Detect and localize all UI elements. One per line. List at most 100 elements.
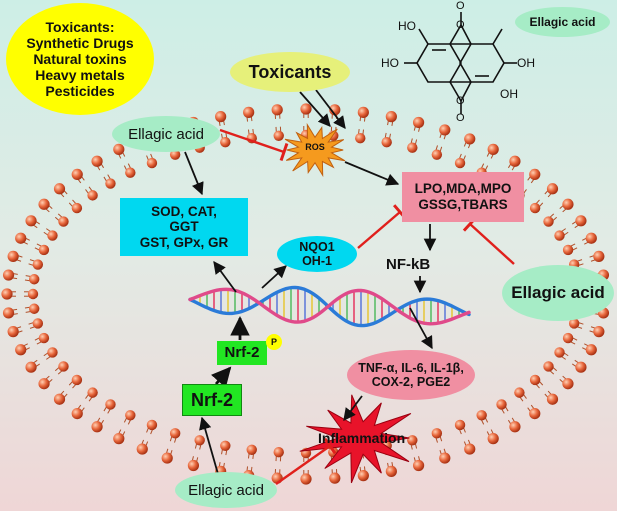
lipid-head (509, 155, 521, 167)
structure-o-carbonyl-bottom: O (456, 112, 465, 124)
lipid-head (543, 216, 554, 227)
lipid-head (29, 303, 40, 314)
toxicants-label: Toxicants (248, 61, 332, 82)
lipid-head (407, 142, 418, 153)
lipid-head (454, 419, 466, 431)
lipid-head (385, 111, 397, 123)
structure-label-ellipse: Ellagic acid (515, 7, 610, 37)
lipid-head (125, 167, 136, 178)
structure-oh-right: OH (517, 56, 535, 70)
oxidative-marker-line: LPO,MDA,MPO (414, 181, 512, 197)
lipid-head (38, 244, 50, 256)
lipid-head (105, 399, 116, 410)
nrf2-box-lower: Nrf-2 (182, 384, 242, 416)
lipid-head (496, 399, 507, 410)
lipid-head (543, 361, 554, 372)
toxicants-to-ros-arrow (315, 89, 346, 130)
dna-to-enzymes-arrow (213, 260, 237, 293)
lipid-head (554, 230, 565, 241)
lipid-head (585, 232, 597, 244)
lipid-head (529, 374, 541, 386)
lipid-head (27, 288, 39, 300)
ellagic-acid-ellipse-bottom: Ellagic acid (175, 472, 277, 508)
ellagic-to-enzymes-arrow (184, 151, 204, 196)
phospho-label: P (270, 337, 277, 347)
lipid-head (329, 104, 341, 116)
ellagic-inhibits-inflammation (275, 445, 331, 485)
lipid-head (509, 421, 521, 433)
lipid-head (113, 433, 125, 445)
ros-label: ROS (305, 142, 325, 152)
lipid-head (407, 435, 418, 446)
lipid-head (136, 443, 148, 455)
lipid-head (329, 472, 341, 484)
lipid-head (562, 198, 574, 210)
ros-to-markers-arrow (344, 161, 400, 186)
lipid-head (87, 387, 98, 398)
lipid-head (38, 332, 50, 344)
antioxidant-enzymes-box: SOD, CAT, GGT GST, GPx, GR (120, 198, 248, 256)
structure-oh-bottom: OH (500, 87, 518, 101)
cytokine-line: COX-2, PGE2 (371, 375, 451, 389)
lipid-head (15, 344, 27, 356)
lipid-head (187, 459, 200, 472)
lipid-head (215, 111, 227, 123)
lipid-head (2, 307, 15, 319)
ellagic-acid-ellipse-right: Ellagic acid (502, 265, 614, 321)
cytokines-ellipse: TNF-α, IL-6, IL-1β, COX-2, PGE2 (347, 350, 475, 400)
lipid-head (169, 428, 181, 439)
nrf2-upper-label: Nrf-2 (224, 344, 260, 362)
lipid-head (562, 332, 574, 344)
lipid-head (146, 157, 158, 169)
nrf2-activation-arrow (211, 366, 232, 388)
lipid-head (220, 136, 231, 148)
lipid-head (439, 452, 451, 464)
ellagic-to-nrf2-arrow (199, 416, 219, 475)
nfkb-label: NF-kB (386, 256, 431, 273)
nqo1-line: NQO1 (299, 239, 335, 254)
lipid-head (271, 104, 283, 116)
lipid-head (529, 408, 541, 420)
ellagic-acid-ellipse-topleft: Ellagic acid (112, 116, 220, 152)
lipid-head (194, 435, 205, 446)
connectors (184, 89, 515, 485)
lipid-head (243, 106, 255, 118)
toxicants-list-title: Toxicants: (45, 18, 115, 35)
ellagic-inhibits-markers (469, 223, 515, 265)
lipid-head (71, 374, 83, 386)
lipid-head (32, 259, 44, 270)
toxicants-ellipse: Toxicants (230, 52, 350, 92)
lipid-head (38, 378, 50, 390)
lipid-head (53, 393, 66, 405)
lipid-head (38, 198, 50, 210)
oxidative-marker-line: GSSG,TBARS (418, 197, 508, 212)
lipid-head (273, 446, 284, 458)
lipid-head (7, 326, 19, 338)
toxicants-list-item: Pesticides (45, 83, 115, 100)
lipid-head (246, 444, 257, 455)
lipid-head (529, 168, 541, 180)
lipid-head (554, 347, 565, 358)
structure-o-carbonyl-top: O (456, 0, 465, 12)
lipid-head (53, 183, 66, 195)
lipid-head (412, 459, 425, 472)
dna-strand (188, 285, 471, 328)
lipid-head (585, 344, 597, 356)
ellagic-acid-label: Ellagic acid (511, 283, 605, 302)
lipid-head (529, 202, 541, 214)
lipid-head (7, 250, 19, 262)
lipid-head (300, 103, 312, 115)
nqo1-ellipse: NQO1 OH-1 (277, 236, 357, 272)
inflammation-label: Inflammation (318, 430, 406, 446)
lipid-head (220, 440, 231, 452)
lipid-head (385, 465, 397, 477)
lipid-head (125, 410, 136, 421)
phospho-badge: P (266, 334, 282, 350)
toxicants-to-ros-arrow (299, 91, 331, 127)
lipid-head (25, 215, 37, 227)
nrf2-box-upper: Nrf-2 (217, 341, 267, 365)
toxicants-list-circle: Toxicants: Synthetic Drugs Natural toxin… (6, 3, 154, 115)
structure-label: Ellagic acid (529, 15, 596, 29)
ellagic-inhibits-ros (219, 128, 285, 154)
